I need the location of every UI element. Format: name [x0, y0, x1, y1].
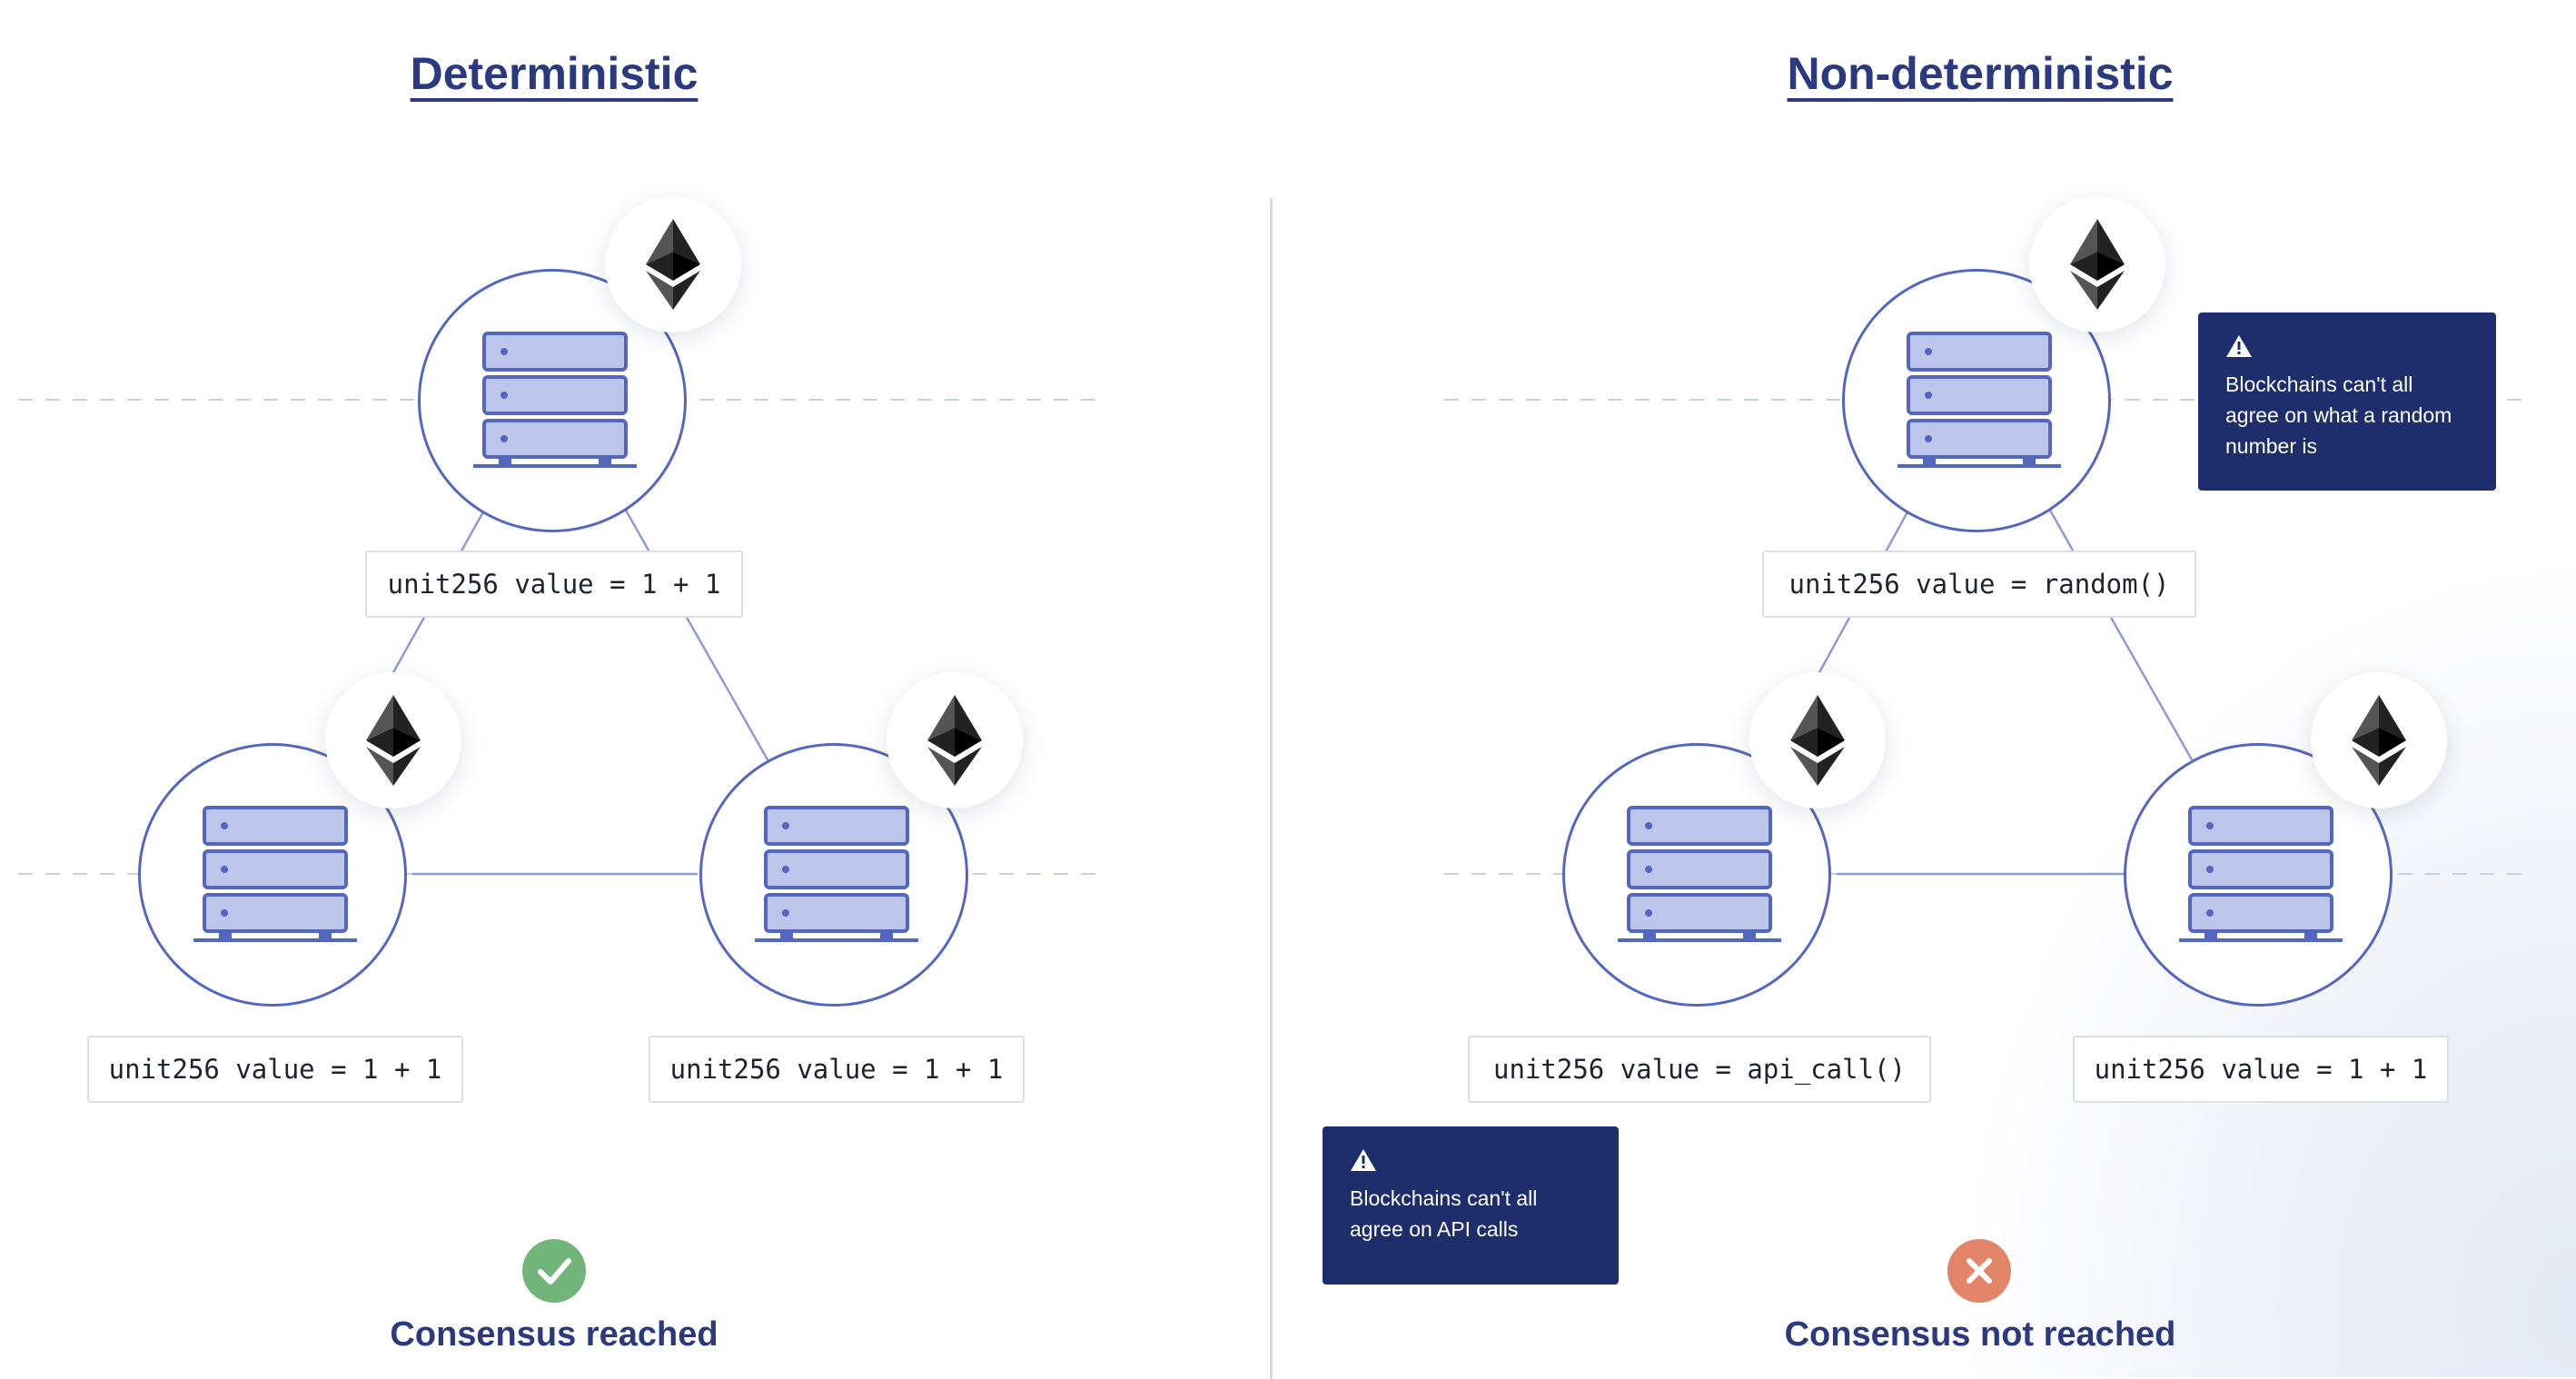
ethereum-badge [2029, 196, 2165, 332]
status-text: Consensus not reached [1784, 1315, 2176, 1354]
code-snippet: unit256 value = random() [1762, 551, 2196, 618]
server-icon [755, 806, 918, 942]
node-top [418, 269, 687, 532]
server-icon [473, 332, 637, 468]
warning-icon [1351, 1149, 1376, 1171]
connector-top-right [623, 508, 770, 762]
ethereum-icon [646, 219, 700, 310]
node-bottom-left [138, 743, 407, 1007]
server-icon [193, 806, 357, 942]
server-icon [1618, 806, 1781, 942]
server-icon [2179, 806, 2343, 942]
server-icon [1897, 332, 2061, 468]
code-snippet: unit256 value = 1 + 1 [2073, 1036, 2449, 1103]
ethereum-icon [1790, 695, 1845, 786]
ethereum-icon [2352, 695, 2406, 786]
panel-title: Non-deterministic [1787, 48, 2174, 99]
code-snippet: unit256 value = 1 + 1 [87, 1036, 463, 1103]
code-snippet: unit256 value = 1 + 1 [649, 1036, 1025, 1103]
check-icon [538, 1258, 571, 1285]
ethereum-badge [2311, 672, 2447, 809]
ethereum-icon [366, 695, 421, 786]
warning-callout: Blockchains can't all agree on API calls [1323, 1126, 1619, 1285]
ethereum-badge [1749, 672, 1886, 809]
code-snippet: unit256 value = 1 + 1 [365, 551, 743, 618]
connector-top-right [2047, 508, 2195, 762]
status-badge [1947, 1239, 2011, 1303]
ethereum-badge [887, 672, 1023, 809]
ethereum-badge [325, 672, 461, 809]
status-badge [522, 1239, 586, 1303]
status-text: Consensus reached [390, 1315, 718, 1354]
warning-text: Blockchains can't all agree on what a ra… [2225, 372, 2452, 458]
ethereum-badge [605, 196, 741, 332]
warning-icon [2226, 335, 2252, 357]
warning-callout: Blockchains can't all agree on what a ra… [2198, 313, 2496, 491]
panel-divider [1270, 198, 1273, 1379]
code-snippet: unit256 value = api_call() [1468, 1036, 1931, 1103]
panel-title: Deterministic [410, 48, 698, 99]
close-icon [1967, 1258, 1992, 1284]
warning-text: Blockchains can't all agree on API calls [1350, 1186, 1538, 1241]
ethereum-icon [927, 695, 982, 786]
ethereum-icon [2070, 219, 2125, 310]
